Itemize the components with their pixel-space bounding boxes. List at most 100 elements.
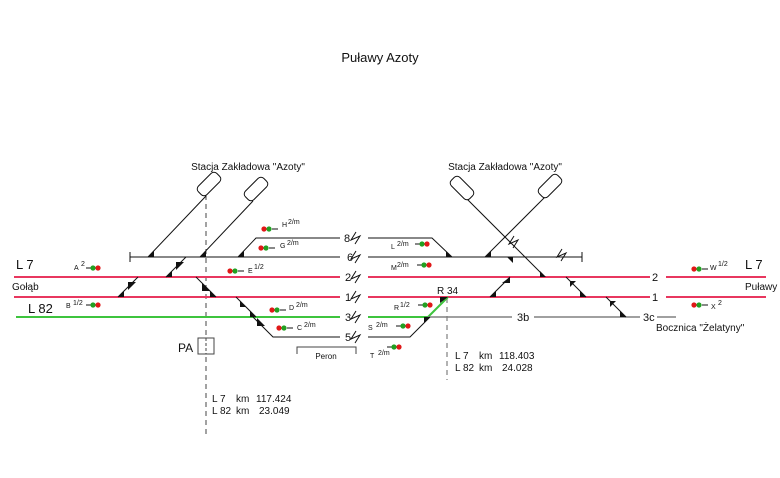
destination-golab: Gołąb	[12, 282, 39, 293]
track-3c-label: 3c	[643, 312, 655, 324]
signal-r-lamps	[422, 302, 433, 308]
track-8-label: 8	[344, 233, 350, 245]
svg-text:2/m: 2/m	[397, 262, 409, 269]
svg-text:L 82: L 82	[455, 363, 475, 374]
svg-text:1/2: 1/2	[73, 300, 83, 307]
svg-text:H: H	[282, 222, 287, 229]
signal-h-lamps	[261, 226, 272, 232]
signal-x-lamps	[691, 302, 702, 308]
svg-text:2/m: 2/m	[304, 322, 316, 329]
svg-text:C: C	[297, 325, 302, 332]
signal-g: G 2/m	[258, 240, 299, 251]
track-2-label: 2	[345, 272, 351, 284]
signal-r: R 1/2	[394, 302, 433, 312]
svg-text:A: A	[74, 265, 79, 272]
platform-label: Peron	[315, 352, 336, 361]
signal-l-lamps	[419, 241, 430, 247]
track-3-label: 3	[345, 312, 351, 324]
signal-e: E 1/2	[227, 264, 264, 275]
track-3b-label: 3b	[517, 312, 529, 324]
svg-text:117.424: 117.424	[256, 394, 292, 405]
switch-frogs	[118, 251, 626, 326]
svg-text:1/2: 1/2	[254, 264, 264, 271]
svg-text:2: 2	[718, 300, 722, 307]
signal-t-lamps	[391, 344, 402, 350]
svg-text:G: G	[280, 243, 285, 250]
station-title: Puławy Azoty	[341, 50, 419, 65]
line-l82-left-label: L 82	[28, 301, 53, 316]
track-5-label: 5	[345, 332, 351, 344]
signal-s-lamps	[400, 323, 411, 329]
svg-text:2/m: 2/m	[397, 241, 409, 248]
signal-c: C 2/m	[276, 322, 316, 332]
signal-c-lamps	[276, 325, 287, 331]
svg-text:S: S	[368, 325, 373, 332]
svg-text:L 82: L 82	[212, 406, 232, 417]
signal-w-lamps	[691, 266, 702, 272]
svg-text:2: 2	[81, 261, 85, 268]
signal-w: W 1/2	[691, 261, 728, 272]
svg-text:D: D	[289, 305, 294, 312]
platform-bracket	[296, 346, 357, 354]
track-l82-connection	[427, 296, 449, 318]
post-pa-label: PA	[178, 341, 193, 355]
track-2-right-label: 2	[652, 272, 658, 284]
signal-h: H 2/m	[261, 219, 300, 232]
industrial-station-left-label: Stacja Zakładowa "Azoty"	[191, 162, 305, 173]
svg-text:24.028: 24.028	[502, 363, 533, 374]
signal-b-lamps	[90, 302, 101, 308]
svg-text:T: T	[370, 353, 375, 360]
industrial-station-right-label: Stacja Zakładowa "Azoty"	[448, 162, 562, 173]
destination-pulawy: Puławy	[745, 282, 777, 293]
track-1-label: 1	[345, 292, 351, 304]
svg-text:km: km	[236, 406, 249, 417]
signal-g-lamps	[258, 245, 269, 251]
svg-text:2/m: 2/m	[378, 350, 390, 357]
svg-text:2/m: 2/m	[376, 322, 388, 329]
svg-text:km: km	[236, 394, 249, 405]
svg-text:L 7: L 7	[455, 351, 469, 362]
crossovers-left	[117, 256, 257, 318]
siding-zelatyny-label: Bocznica "Żelatyny"	[656, 321, 745, 334]
track-8-left	[237, 237, 340, 258]
post-r34-label: R 34	[437, 286, 459, 297]
section-separators	[349, 231, 568, 344]
svg-text:L: L	[391, 244, 395, 251]
svg-text:X: X	[711, 304, 716, 311]
svg-text:E: E	[248, 268, 253, 275]
svg-text:L 7: L 7	[212, 394, 226, 405]
signal-m-lamps	[421, 262, 432, 268]
track-5-right	[368, 316, 431, 338]
svg-text:23.049: 23.049	[259, 406, 290, 417]
signal-e-lamps	[227, 268, 238, 274]
track-6-label: 6	[347, 252, 353, 264]
km-marker-right: L 7 km 118.403 L 82 km 24.028	[455, 351, 535, 374]
svg-text:2/m: 2/m	[288, 219, 300, 226]
industrial-spurs-right	[449, 173, 563, 278]
signal-d: D 2/m	[269, 302, 308, 313]
signal-m: M 2/m	[391, 262, 432, 272]
signal-l: L 2/m	[391, 241, 430, 251]
svg-text:1/2: 1/2	[718, 261, 728, 268]
km-marker-left: L 7 km 117.424 L 82 km 23.049	[212, 394, 292, 417]
svg-text:km: km	[479, 351, 492, 362]
signal-t: T 2/m	[370, 344, 402, 360]
line-l7-right-label: L 7	[745, 257, 763, 272]
track-1-right-label: 1	[652, 292, 658, 304]
industrial-spurs-left	[147, 171, 269, 258]
track-8-right	[368, 237, 453, 258]
signal-s: S 2/m	[368, 322, 411, 332]
signal-x: X 2	[691, 300, 722, 311]
svg-text:118.403: 118.403	[499, 351, 535, 362]
signal-a-lamps	[90, 265, 101, 271]
svg-text:M: M	[391, 265, 397, 272]
svg-text:1/2: 1/2	[400, 302, 410, 309]
signal-b: B 1/2	[66, 300, 101, 310]
svg-text:2/m: 2/m	[287, 240, 299, 247]
line-l7-left-label: L 7	[16, 257, 34, 272]
svg-text:W: W	[710, 265, 717, 272]
svg-text:km: km	[479, 363, 492, 374]
svg-text:2/m: 2/m	[296, 302, 308, 309]
svg-text:R: R	[394, 305, 399, 312]
